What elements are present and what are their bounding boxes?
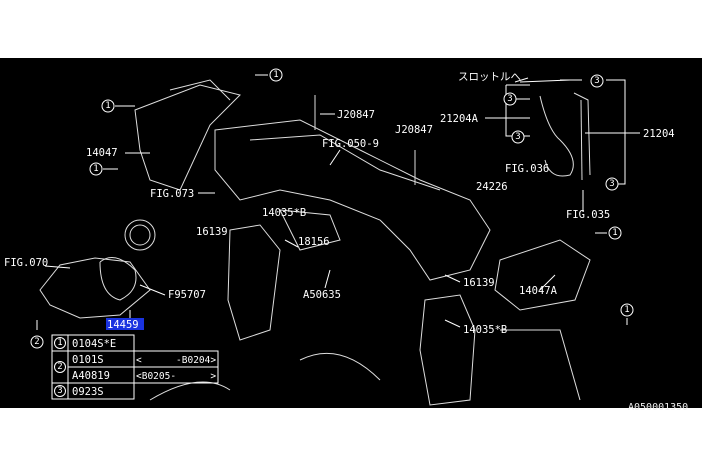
parts-table: 1 0104S*E 2 0101S < -B0204> A40819 <B020… — [51, 334, 219, 400]
label-fig035[interactable]: FIG.035 — [566, 209, 610, 221]
callout-1[interactable]: 1 — [89, 162, 103, 176]
callout-3[interactable]: 3 — [590, 74, 604, 88]
label-14047a[interactable]: 14047A — [519, 285, 558, 297]
label-18156[interactable]: 18156 — [298, 236, 330, 248]
label-21204a[interactable]: 21204A — [440, 113, 479, 125]
callout-3[interactable]: 3 — [511, 130, 525, 144]
svg-text:1: 1 — [105, 101, 110, 111]
label-j20847-b[interactable]: J20847 — [395, 124, 433, 136]
callout-1[interactable]: 1 — [101, 99, 115, 113]
svg-text:3: 3 — [507, 94, 512, 104]
diagram-id: A050001350 — [628, 402, 688, 413]
svg-text:2: 2 — [57, 362, 62, 372]
diagram-canvas — [0, 58, 702, 408]
label-14035b-b[interactable]: 14035*B — [463, 324, 507, 336]
part-number: A40819 — [72, 370, 110, 382]
table-row: 2 0101S < -B0204> — [54, 354, 216, 373]
table-row: 3 0923S — [54, 385, 104, 398]
label-24226[interactable]: 24226 — [476, 181, 508, 193]
label-j20847-a[interactable]: J20847 — [337, 109, 375, 121]
svg-text:3: 3 — [594, 76, 599, 86]
callout-3[interactable]: 3 — [605, 177, 619, 191]
callout-1[interactable]: 1 — [269, 68, 283, 82]
leader-lines — [36, 74, 640, 330]
svg-text:3: 3 — [57, 386, 62, 396]
table-row: 1 0104S*E — [54, 337, 116, 350]
svg-text:1: 1 — [612, 228, 617, 238]
callout-3[interactable]: 3 — [503, 92, 517, 106]
part-number: 0923S — [72, 386, 104, 398]
label-16139-a[interactable]: 16139 — [196, 226, 228, 238]
label-16139-b[interactable]: 16139 — [463, 277, 495, 289]
svg-text:1: 1 — [57, 338, 62, 348]
selected-highlight — [106, 318, 144, 330]
svg-text:1: 1 — [93, 164, 98, 174]
label-f95707[interactable]: F95707 — [168, 289, 206, 301]
part-number: 0104S*E — [72, 338, 116, 350]
label-14035b-a[interactable]: 14035*B — [262, 207, 306, 219]
part-labels: スロットルへ 14047 FIG.073 FIG.070 F95707 1445… — [4, 71, 675, 336]
applicability-range: < -B0204> — [136, 355, 216, 366]
svg-text:1: 1 — [624, 305, 629, 315]
part-number: 0101S — [72, 354, 104, 366]
label-a50635[interactable]: A50635 — [303, 289, 341, 301]
manifold-line-art — [39, 79, 591, 406]
callout-1[interactable]: 1 — [608, 226, 622, 240]
label-fig036[interactable]: FIG.036 — [505, 163, 549, 175]
label-21204[interactable]: 21204 — [643, 128, 675, 140]
label-14047[interactable]: 14047 — [86, 147, 118, 159]
svg-text:2: 2 — [34, 337, 39, 347]
callout-markers: 1 1 1 1 1 2 3 3 3 3 — [30, 68, 634, 349]
callout-1[interactable]: 1 — [620, 303, 634, 317]
applicability-range: <B0205- > — [136, 371, 216, 382]
label-fig073[interactable]: FIG.073 — [150, 188, 194, 200]
svg-text:1: 1 — [273, 70, 278, 80]
label-14459[interactable]: 14459 — [107, 319, 139, 331]
label-fig070[interactable]: FIG.070 — [4, 257, 48, 269]
label-fig050-9[interactable]: FIG.050-9 — [322, 138, 379, 150]
table-row: A40819 <B0205- > — [72, 370, 216, 382]
svg-text:3: 3 — [609, 179, 614, 189]
svg-text:3: 3 — [515, 132, 520, 142]
callout-2[interactable]: 2 — [30, 335, 44, 349]
throttle-note: スロットルへ — [458, 71, 521, 83]
